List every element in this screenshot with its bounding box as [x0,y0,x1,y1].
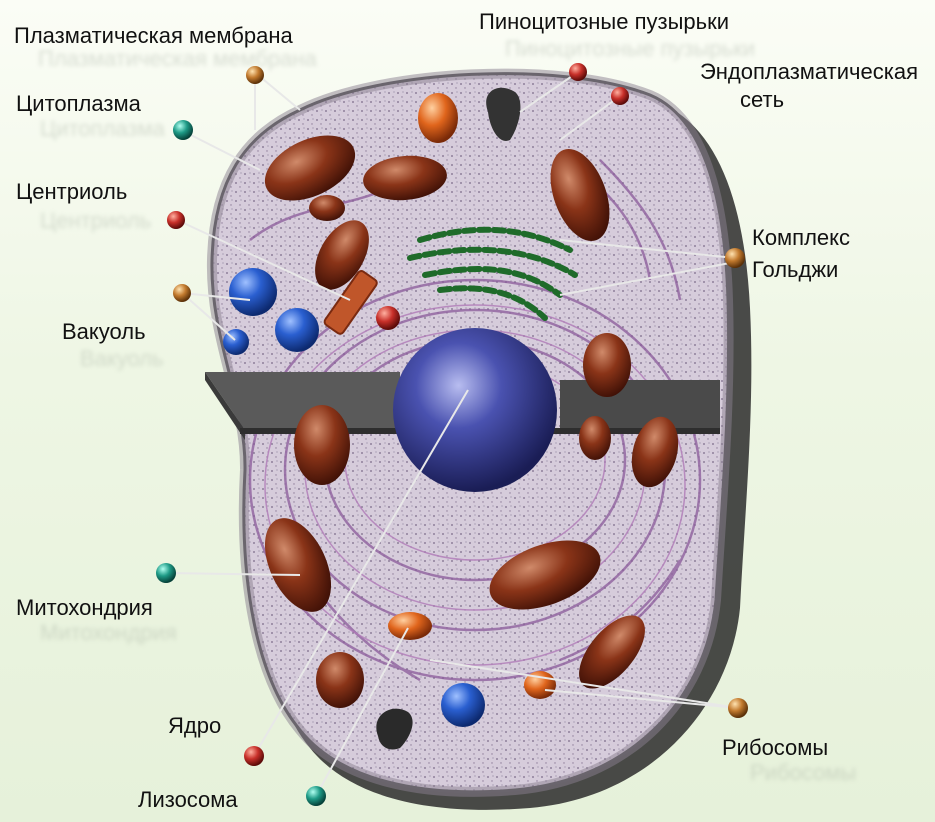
shadow-text: Цитоплазма [40,116,165,142]
label-cytoplasm: Цитоплазма [16,92,141,116]
shadow-text: Плазматическая мембрана [38,46,317,72]
label-golgi-line2: Гольджи [752,258,838,282]
nucleus-shape [393,328,557,492]
label-golgi-line1: Комплекс [752,226,850,250]
shadow-text: Рибосомы [750,760,856,786]
label-er-line1: Эндоплазматическая [628,60,918,84]
label-plasma-membrane: Плазматическая мембрана [14,24,293,48]
label-centriole: Центриоль [16,180,127,204]
label-er-line2: сеть [740,88,784,112]
shadow-text: Митохондрия [40,620,177,646]
shadow-text: Вакуоль [80,346,164,372]
label-vacuole: Вакуоль [62,320,146,344]
label-lysosome: Лизосома [138,788,238,812]
label-pinocytic-vesicles: Пиноцитозные пузырьки [479,10,729,34]
label-nucleus: Ядро [168,714,221,738]
label-mitochondrion: Митохондрия [16,596,153,620]
label-ribosomes: Рибосомы [722,736,828,760]
shadow-text: Центриоль [40,208,151,234]
